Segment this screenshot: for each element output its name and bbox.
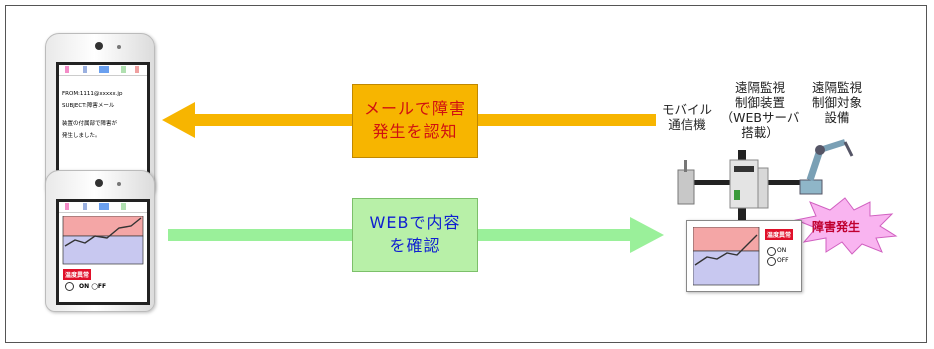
- phone-mail: FROM:1111@xxxxx.jp SUBJECT:障害メール 装置の付属部で…: [45, 33, 155, 197]
- radio-icon: [65, 282, 74, 291]
- mail-from: FROM:1111@xxxxx.jp: [62, 91, 123, 97]
- controller-label: 遠隔監視 制御装置 （WEBサーバ 搭載）: [720, 80, 800, 140]
- web-confirm-line2: を確認: [389, 236, 441, 255]
- web-confirm-box: WEBで内容 を確認: [352, 198, 478, 272]
- mail-body-2: 発生しました。: [62, 133, 101, 139]
- status-bar: [59, 65, 147, 76]
- radio-on-icon: [767, 247, 776, 256]
- target-equipment-label: 遠隔監視 制御対象 設備: [811, 80, 862, 125]
- phone-chart: [62, 216, 144, 265]
- mobile-device-label: モバイル 通信機: [661, 102, 712, 132]
- mail-notice-line2: 発生を認知: [372, 122, 458, 141]
- web-confirm-line1: WEBで内容: [369, 213, 461, 232]
- phone-web: 温度異常 ON ◯FF: [45, 170, 155, 312]
- sensor-icon: [117, 182, 121, 186]
- controller-device-icon: [729, 159, 769, 209]
- mail-notice-line1: メールで障害: [363, 99, 466, 118]
- panel-off-label: OFF: [777, 257, 789, 264]
- camera-icon: [95, 179, 103, 187]
- phone-alert-badge: 温度異常: [63, 269, 92, 280]
- panel-on-label: ON: [777, 247, 787, 254]
- web-panel: 温度異常 ON OFF: [686, 220, 802, 292]
- mobile-modem-icon: [677, 160, 695, 205]
- mail-notice-box: メールで障害 発生を認知: [352, 84, 478, 158]
- robot-arm-icon: [799, 139, 854, 195]
- phone-toggle: ON ◯FF: [79, 283, 107, 290]
- mail-subject: SUBJECT:障害メール: [62, 103, 115, 109]
- phone-mail-screen: FROM:1111@xxxxx.jp SUBJECT:障害メール 装置の付属部で…: [56, 62, 150, 190]
- mail-body-1: 装置の付属部で障害が: [62, 121, 118, 127]
- equipment-illustration: [677, 139, 854, 209]
- sensor-icon: [117, 45, 121, 49]
- panel-chart: [693, 227, 760, 286]
- phone-web-screen: 温度異常 ON ◯FF: [56, 199, 150, 305]
- camera-icon: [95, 42, 103, 50]
- mail-arrow: [162, 102, 656, 138]
- radio-off-icon: [767, 257, 776, 266]
- failure-text: 障害発生: [812, 220, 861, 234]
- panel-alert-badge: 温度異常: [765, 229, 794, 240]
- failure-burst: [794, 197, 898, 255]
- status-bar: [59, 202, 147, 213]
- web-arrow: [168, 217, 664, 253]
